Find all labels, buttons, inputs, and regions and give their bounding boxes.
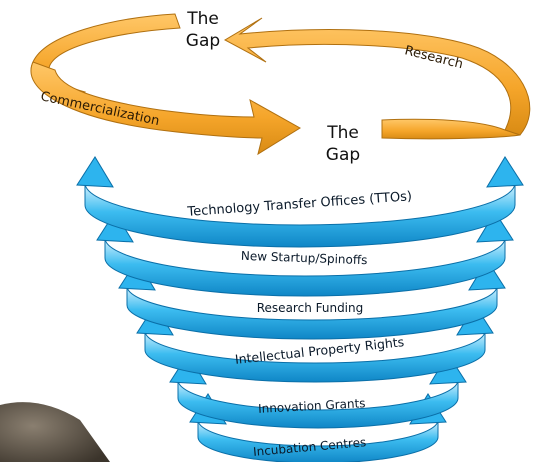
- ring-label: Technology Transfer Offices (TTOs): [186, 189, 413, 220]
- ring-arrowhead-right: [486, 156, 524, 188]
- gap-top-line-2: Gap: [185, 31, 221, 51]
- ring-band: [84, 182, 516, 248]
- ring-band: [177, 379, 459, 429]
- commercialization-arrow: [30, 61, 301, 156]
- ring-label: Research Funding: [257, 301, 364, 315]
- ring-band: [126, 285, 498, 340]
- ring-label: Innovation Grants: [258, 396, 366, 416]
- gap-label-middle: The Gap: [308, 122, 378, 166]
- gap-label-top: The Gap: [168, 8, 238, 52]
- blue-rings: Technology Transfer Offices (TTOs) New St…: [76, 156, 524, 462]
- gap-middle-line-2: Gap: [325, 145, 361, 165]
- orange-loop: Commercialization Research: [30, 13, 531, 156]
- ring-arrowhead-right: [476, 211, 514, 243]
- ring-band: [197, 419, 439, 462]
- bottom-right-arc: [381, 118, 521, 140]
- ring-label: New Startup/Spinoffs: [241, 249, 368, 267]
- gap-middle-line-1: The: [327, 123, 359, 143]
- ring-band: [144, 330, 486, 383]
- gap-top-line-1: The: [187, 9, 219, 29]
- rock-image: [0, 402, 110, 462]
- ring-arrowhead-left: [76, 156, 114, 188]
- research-arrow: [223, 17, 531, 136]
- ring-band: [104, 237, 506, 297]
